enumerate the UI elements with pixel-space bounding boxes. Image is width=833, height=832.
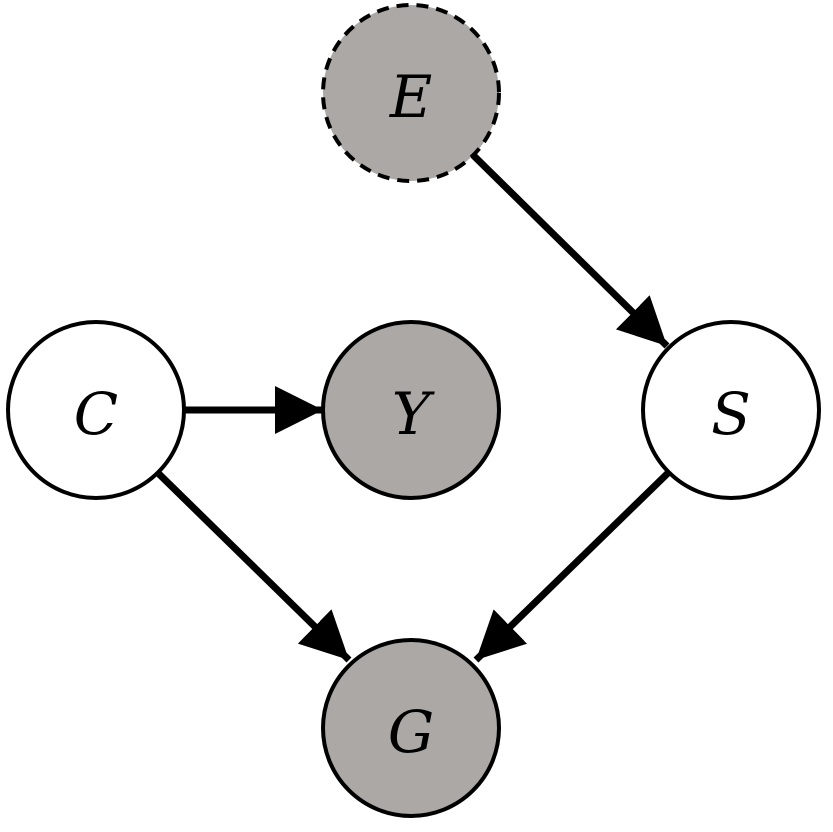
node-e-circle	[321, 3, 501, 183]
node-y-circle	[321, 320, 501, 500]
edge-e-to-s	[470, 152, 670, 349]
edge-s-to-g	[473, 470, 671, 663]
node-s-circle	[641, 320, 821, 500]
node-g-label: G	[388, 698, 434, 766]
node-c: C	[6, 320, 186, 500]
node-y: Y	[321, 320, 501, 500]
node-s: S	[641, 320, 821, 500]
node-e-label: E	[389, 63, 432, 131]
node-s-label: S	[711, 380, 751, 448]
edge-c-to-g	[156, 471, 352, 663]
node-e: E	[321, 3, 501, 183]
node-g: G	[321, 638, 501, 818]
node-g-circle	[321, 638, 501, 818]
node-c-label: C	[74, 380, 118, 448]
node-c-circle	[6, 320, 186, 500]
node-y-label: Y	[392, 380, 435, 448]
